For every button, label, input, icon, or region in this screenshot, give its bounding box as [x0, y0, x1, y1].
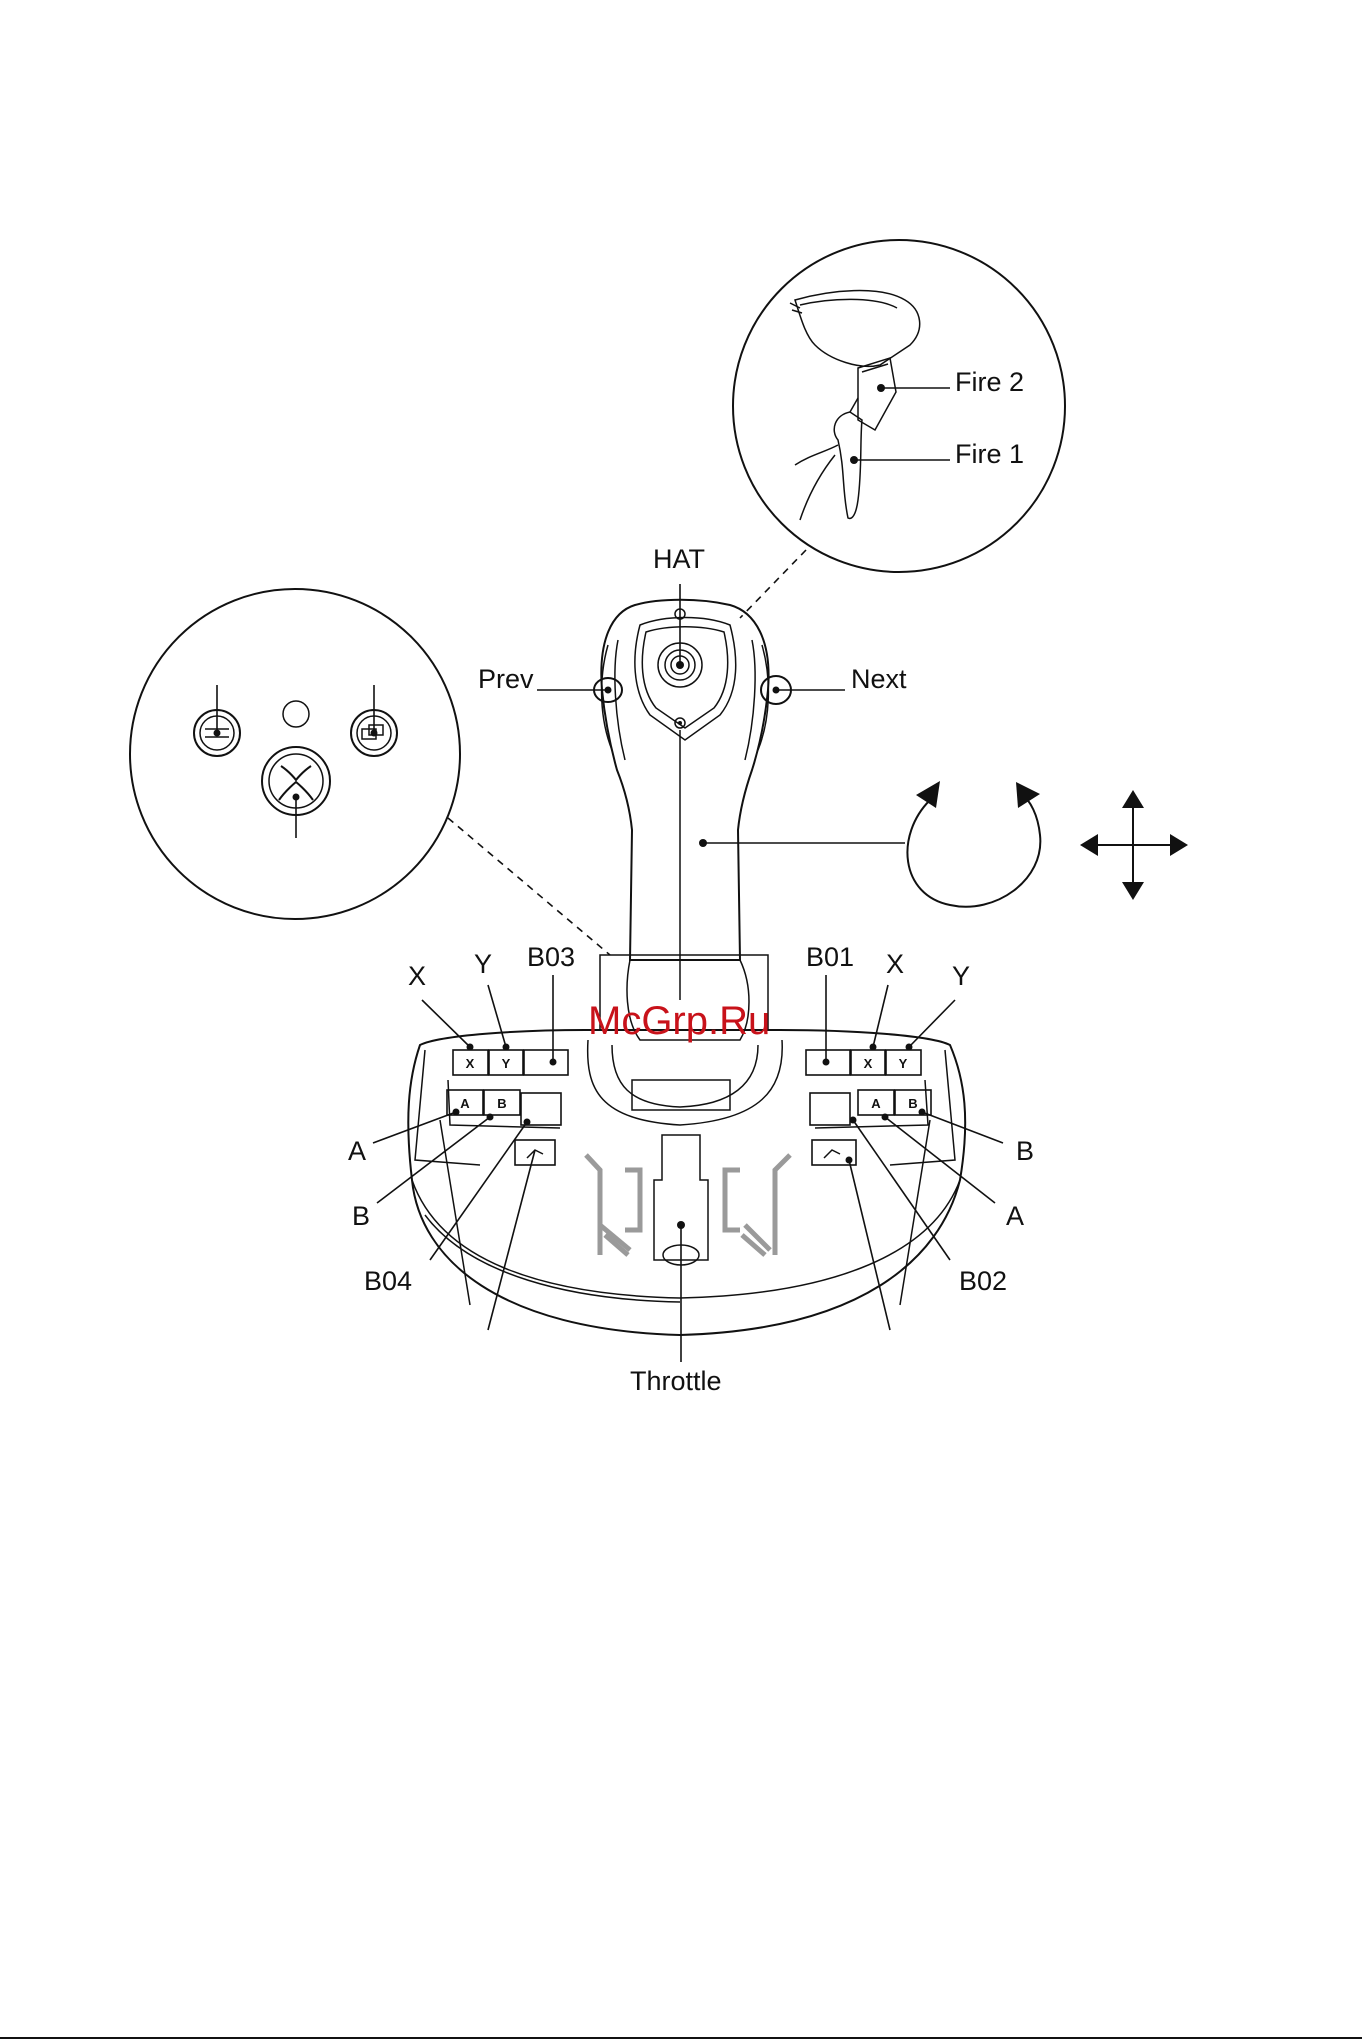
- view-button-icon: [194, 685, 240, 756]
- throttle-label: Throttle: [630, 1366, 722, 1396]
- right-b-label: B: [1016, 1136, 1034, 1166]
- right-b01-label: B01: [806, 942, 854, 972]
- move-arrows-icon: [1080, 790, 1188, 900]
- svg-text:Y: Y: [899, 1056, 908, 1071]
- right-y-button: Y: [886, 1050, 921, 1075]
- menu-button-icon: [351, 685, 397, 756]
- left-b-button: B: [484, 1090, 520, 1115]
- rotation-arrow-icon: [907, 781, 1040, 907]
- right-button-cluster: X Y A B: [806, 942, 1034, 1330]
- svg-text:X: X: [864, 1056, 873, 1071]
- left-y-button: Y: [489, 1050, 523, 1075]
- svg-text:B: B: [497, 1096, 506, 1111]
- home-led-icon: [283, 701, 309, 727]
- next-label: Next: [851, 664, 907, 694]
- svg-text:B: B: [908, 1096, 917, 1111]
- left-b04-label: B04: [364, 1266, 412, 1296]
- right-b02-label: B02: [959, 1266, 1007, 1296]
- right-x-button: X: [851, 1050, 885, 1075]
- right-a-label: A: [1006, 1201, 1024, 1231]
- left-a-button: A: [447, 1090, 483, 1115]
- xbox-buttons-callout: [130, 589, 610, 955]
- svg-text:A: A: [871, 1096, 881, 1111]
- svg-text:X: X: [466, 1056, 475, 1071]
- left-b03-button: [524, 1050, 568, 1075]
- right-a-button: A: [858, 1090, 894, 1115]
- right-b02-button: [810, 1093, 850, 1125]
- left-x-label: X: [408, 961, 426, 991]
- fire1-label: Fire 1: [955, 439, 1024, 469]
- left-b-label: B: [352, 1201, 370, 1231]
- xbox-logo-icon: [262, 747, 330, 838]
- svg-text:Y: Y: [502, 1056, 511, 1071]
- prev-label: Prev: [478, 664, 534, 694]
- fire2-label: Fire 2: [955, 367, 1024, 397]
- watermark: McGrp.Ru: [588, 999, 770, 1043]
- right-x-label: X: [886, 949, 904, 979]
- trigger-detail-callout: Fire 2 Fire 1: [733, 240, 1065, 618]
- hat-label: HAT: [653, 544, 705, 574]
- right-y-label: Y: [952, 961, 970, 991]
- left-a-label: A: [348, 1136, 366, 1166]
- left-b03-label: B03: [527, 942, 575, 972]
- left-y-label: Y: [474, 949, 492, 979]
- svg-text:A: A: [460, 1096, 470, 1111]
- footer-rule: [0, 2037, 1362, 2039]
- left-x-button: X: [453, 1050, 488, 1075]
